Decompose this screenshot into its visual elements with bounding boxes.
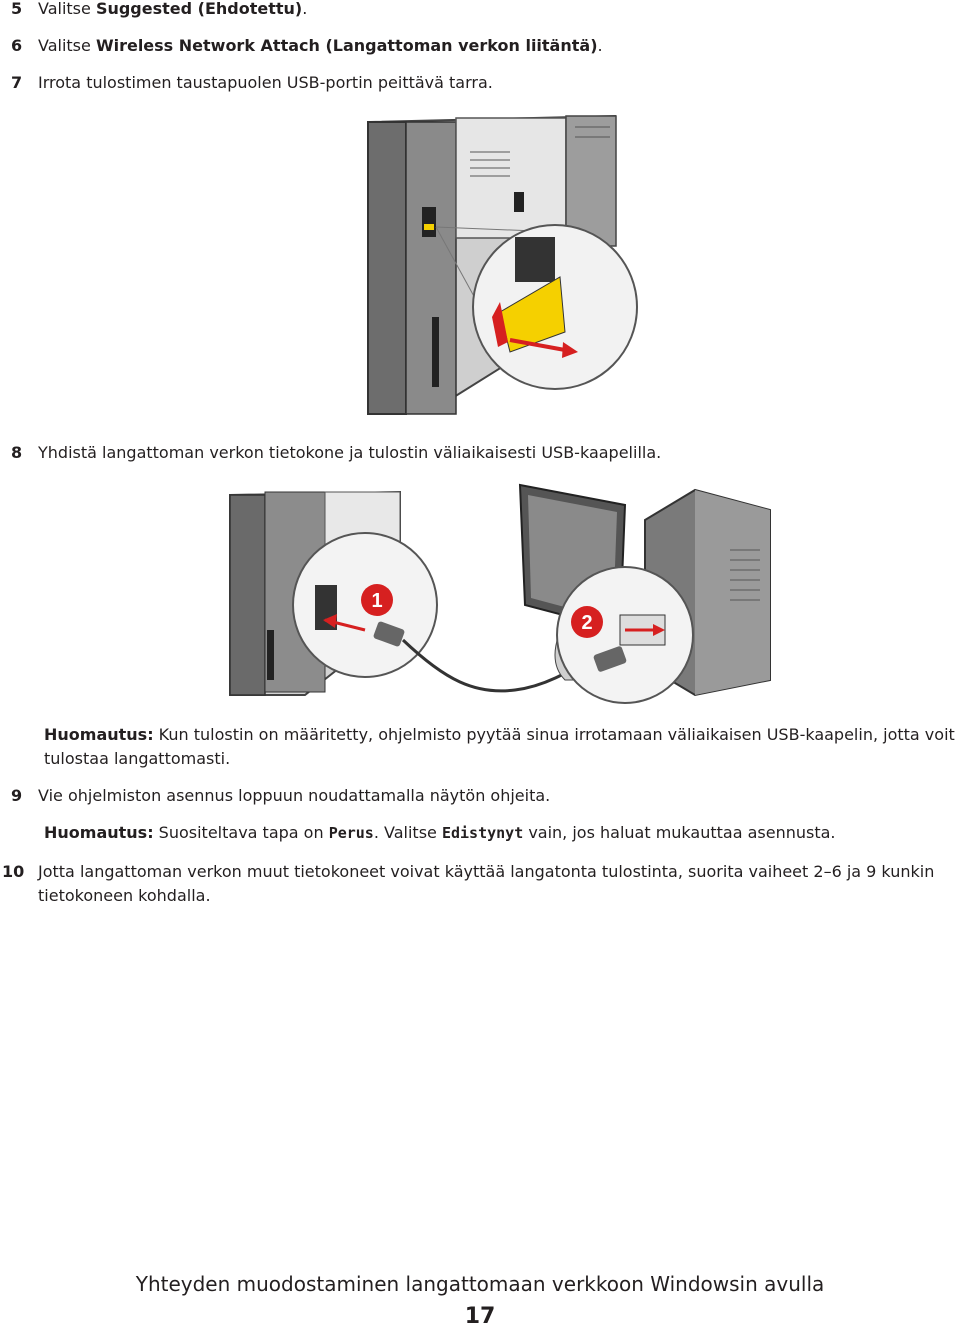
step-text: Valitse Wireless Network Attach (Langatt…: [38, 36, 603, 55]
figure-remove-usb-sticker: [367, 114, 638, 415]
step-number: 5: [11, 0, 23, 18]
note-text: Huomautus: Suositeltava tapa on Perus. V…: [44, 823, 836, 842]
step-text: Irrota tulostimen taustapuolen USB-porti…: [38, 73, 493, 92]
footer-title: Yhteyden muodostaminen langattomaan verk…: [135, 1272, 825, 1296]
step-text: Yhdistä langattoman verkon tietokone ja …: [38, 443, 662, 462]
step-number: 7: [11, 73, 23, 92]
step-number: 9: [11, 786, 23, 805]
step-number: 6: [11, 36, 23, 55]
page-number: 17: [464, 1304, 496, 1329]
step-text: Valitse Suggested (Ehdotettu).: [38, 0, 308, 18]
step-text: Jotta langattoman verkon muut tietokonee…: [38, 862, 935, 881]
callout-number-2: 2: [581, 612, 592, 634]
figure-usb-connection: 1 2: [229, 483, 771, 704]
step-text: Vie ohjelmiston asennus loppuun noudatta…: [38, 786, 551, 805]
step-number: 8: [11, 443, 23, 462]
step-number: 10: [2, 862, 25, 881]
note-text-continued: tulostaa langattomasti.: [44, 749, 231, 768]
note-text: Huomautus: Kun tulostin on määritetty, o…: [44, 725, 955, 744]
step-text-continued: tietokoneen kohdalla.: [38, 886, 211, 905]
callout-number-1: 1: [371, 590, 382, 612]
